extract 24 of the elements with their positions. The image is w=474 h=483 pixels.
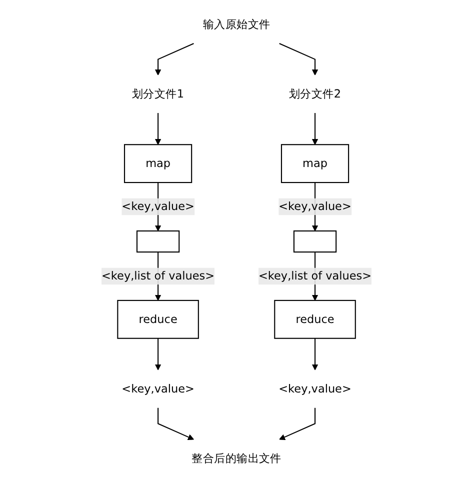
node-box: map <box>281 144 350 184</box>
node-box: map <box>124 144 193 184</box>
arrow <box>280 43 319 76</box>
node-text: 划分文件1 <box>132 87 185 100</box>
arrow <box>155 338 162 370</box>
edge-label: <key,list of values> <box>258 269 372 283</box>
node-text: <key,value> <box>279 382 352 396</box>
edge-label: <key,value> <box>122 200 195 214</box>
arrow <box>155 113 162 145</box>
node-box <box>136 230 180 253</box>
arrow <box>280 408 316 440</box>
node-box: reduce <box>274 300 356 339</box>
node-box: reduce <box>118 300 200 339</box>
arrow <box>312 113 319 145</box>
arrow <box>155 43 194 76</box>
node-box <box>294 230 338 253</box>
node-text: 输入原始文件 <box>203 18 271 31</box>
edge-label: <key,value> <box>279 200 352 214</box>
arrow <box>312 338 319 370</box>
node-text: 划分文件2 <box>289 87 342 100</box>
arrow <box>158 408 194 440</box>
edge-label: <key,list of values> <box>102 269 216 283</box>
node-text: 整合后的输出文件 <box>192 451 282 465</box>
node-text: <key,value> <box>122 382 195 396</box>
